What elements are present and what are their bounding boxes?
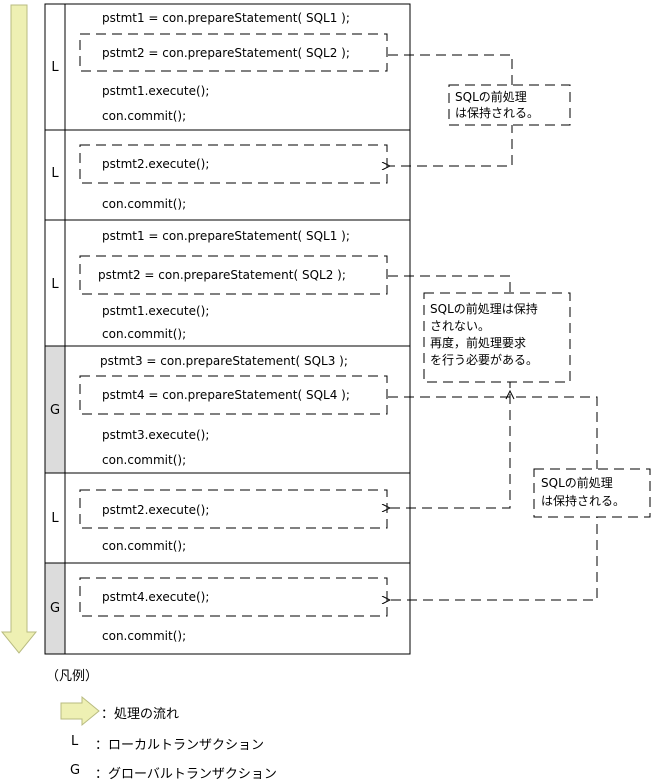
annotation-note: SQLの前処理は保持 されない。 再度，前処理要求 を行う必要がある。 <box>423 292 571 383</box>
transaction-type-label: L <box>51 60 59 75</box>
note-line: を行う必要がある。 <box>430 352 538 367</box>
transaction-block: L pstmt2.execute(); con.commit(); <box>44 472 411 564</box>
legend-global-label: ：グローバルトランザクション <box>95 767 277 782</box>
transaction-type-label: G <box>50 403 60 418</box>
annotation-note: SQLの前処理 は保持される。 <box>533 468 651 518</box>
code-line: pstmt2 = con.prepareStatement( SQL2 ); <box>98 268 346 282</box>
code-line: pstmt3.execute(); <box>102 428 209 442</box>
legend-local-label: ：ローカルトランザクション <box>95 738 265 753</box>
code-line: pstmt2.execute(); <box>102 503 209 517</box>
legend-flow-label: ：処理の流れ <box>101 707 180 722</box>
transaction-block: L pstmt2.execute(); con.commit(); <box>44 129 411 221</box>
code-line: pstmt4.execute(); <box>102 590 209 604</box>
code-line: pstmt4 = con.prepareStatement( SQL4 ); <box>102 388 350 402</box>
note-line: SQLの前処理 <box>455 89 527 104</box>
transaction-type-label: L <box>51 511 59 526</box>
annotation-note: SQLの前処理 は保持される。 <box>448 84 571 126</box>
legend-global-key: G <box>70 763 81 778</box>
legend-flow-arrow-icon <box>60 695 100 727</box>
transaction-block: L pstmt1 = con.prepareStatement( SQL1 );… <box>44 219 411 347</box>
transaction-type-label: G <box>50 601 60 616</box>
code-line: con.commit(); <box>102 453 186 467</box>
dashed-statement-box <box>79 255 388 295</box>
flow-arrow-icon <box>0 4 38 654</box>
note-line: は保持される。 <box>541 493 625 508</box>
note-line: されない。 <box>430 319 490 333</box>
dashed-statement-box <box>79 375 388 415</box>
code-line: pstmt2.execute(); <box>102 157 209 171</box>
transaction-block: L pstmt1 = con.prepareStatement( SQL1 );… <box>44 3 411 131</box>
code-line: pstmt2 = con.prepareStatement( SQL2 ); <box>102 46 350 60</box>
transaction-type-label: L <box>51 166 59 181</box>
transaction-block: G pstmt4.execute(); con.commit(); <box>44 562 411 655</box>
connector-arrowhead-icon <box>505 389 515 400</box>
code-line: pstmt1.execute(); <box>102 304 209 318</box>
note-line: 再度，前処理要求 <box>430 335 526 350</box>
code-line: con.commit(); <box>102 539 186 553</box>
code-line: pstmt1 = con.prepareStatement( SQL1 ); <box>102 229 350 243</box>
note-line: SQLの前処理 <box>541 475 613 490</box>
code-line: con.commit(); <box>102 197 186 211</box>
code-line: con.commit(); <box>102 629 186 643</box>
note-line: は保持される。 <box>455 105 539 120</box>
transaction-type-label: L <box>51 277 59 292</box>
dashed-statement-box <box>79 33 388 72</box>
code-line: con.commit(); <box>102 327 186 341</box>
transaction-block: G pstmt3 = con.prepareStatement( SQL3 );… <box>44 345 411 474</box>
legend-title: （凡例） <box>46 669 99 684</box>
code-line: pstmt1.execute(); <box>102 84 209 98</box>
code-line: con.commit(); <box>102 109 186 123</box>
code-line: pstmt3 = con.prepareStatement( SQL3 ); <box>100 354 348 368</box>
code-line: pstmt1 = con.prepareStatement( SQL1 ); <box>102 11 350 25</box>
note-line: SQLの前処理は保持 <box>430 301 538 316</box>
legend-local-key: L <box>71 734 79 749</box>
